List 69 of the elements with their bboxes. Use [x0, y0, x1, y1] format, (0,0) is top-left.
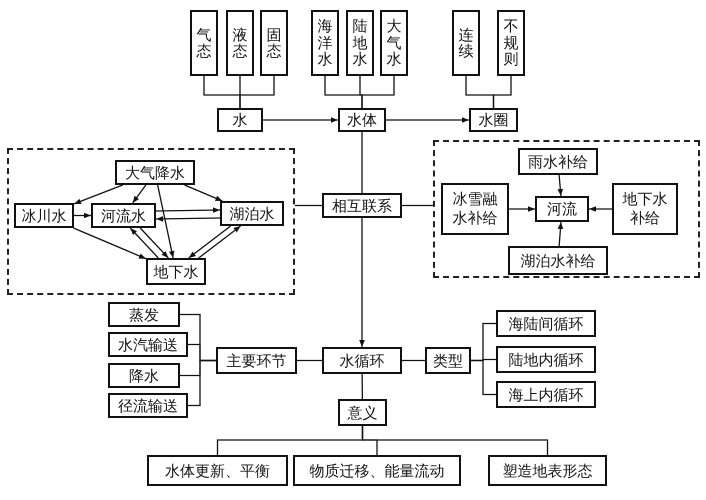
- process-box: 河流水: [91, 203, 156, 228]
- connector-line: [361, 132, 363, 193]
- process-box: 河流: [535, 196, 589, 222]
- process-box: 冰雪融水补给: [441, 183, 509, 235]
- process-box: 地下水: [146, 258, 206, 285]
- process-box: 塑造地表形态: [488, 455, 607, 486]
- arrow: [156, 216, 220, 222]
- process-box: 相互联系: [322, 193, 402, 218]
- arrow: [74, 212, 91, 218]
- connector-line: [361, 374, 364, 399]
- process-box: 雨水补给: [518, 148, 598, 175]
- process-box: 水循环: [322, 347, 402, 374]
- arrow: [558, 222, 564, 246]
- connector-line: [471, 360, 496, 396]
- process-box: 物质迁移、能量流动: [293, 455, 461, 486]
- process-box: 大气水: [380, 10, 408, 76]
- process-box: 湖泊水补给: [508, 246, 608, 275]
- arrow: [184, 184, 223, 202]
- connector-line: [239, 76, 275, 108]
- connector-line: [402, 204, 433, 206]
- arrow: [130, 228, 159, 258]
- arrow: [589, 206, 612, 212]
- connector-line: [402, 360, 425, 362]
- connector-line: [188, 360, 216, 406]
- process-box: 水: [217, 108, 263, 132]
- process-box: 海陆间循环: [496, 310, 596, 337]
- process-box: 水体更新、平衡: [147, 455, 288, 486]
- arrow: [386, 117, 469, 123]
- connector-line: [295, 204, 322, 206]
- process-box: 液态: [226, 10, 254, 76]
- process-box: 冰川水: [14, 203, 74, 228]
- arrow: [509, 206, 535, 212]
- process-box: 类型: [425, 347, 471, 374]
- arrow: [359, 218, 365, 347]
- process-box: 不规则: [497, 10, 525, 76]
- process-box: 气态: [190, 10, 218, 76]
- arrow: [198, 225, 242, 259]
- connector-line: [362, 426, 548, 455]
- process-box: 海上内循环: [496, 381, 596, 408]
- process-box: 连续: [452, 10, 480, 76]
- process-box: 海洋水: [311, 10, 339, 76]
- arrow: [74, 184, 123, 204]
- process-box: 主要环节: [216, 347, 297, 374]
- arrow: [140, 228, 169, 258]
- connector-line: [492, 76, 512, 108]
- arrow: [188, 225, 232, 259]
- arrow: [156, 207, 220, 213]
- arrow: [263, 117, 338, 123]
- arrow: [73, 227, 146, 260]
- arrow: [132, 184, 146, 204]
- process-box: 大气降水: [115, 160, 195, 185]
- process-box: 地下水补给: [612, 183, 678, 235]
- process-box: 降水: [108, 363, 180, 388]
- process-box: 陆地水: [346, 10, 374, 76]
- process-box: 固态: [260, 10, 288, 76]
- process-box: 蒸发: [108, 302, 180, 327]
- process-box: 水圈: [469, 108, 518, 132]
- process-box: 水汽输送: [108, 332, 188, 357]
- process-box: 湖泊水: [220, 201, 284, 226]
- dashed-group-frame: [433, 140, 700, 278]
- arrow: [157, 184, 174, 258]
- dashed-group-frame: [7, 148, 295, 295]
- connector-line: [361, 76, 395, 108]
- arrow: [558, 174, 564, 196]
- process-box: 径流输送: [108, 393, 188, 418]
- connector-line: [297, 360, 322, 362]
- process-box: 意义: [338, 399, 387, 426]
- process-box: 陆地内循环: [496, 346, 596, 373]
- process-box: 水体: [338, 108, 386, 132]
